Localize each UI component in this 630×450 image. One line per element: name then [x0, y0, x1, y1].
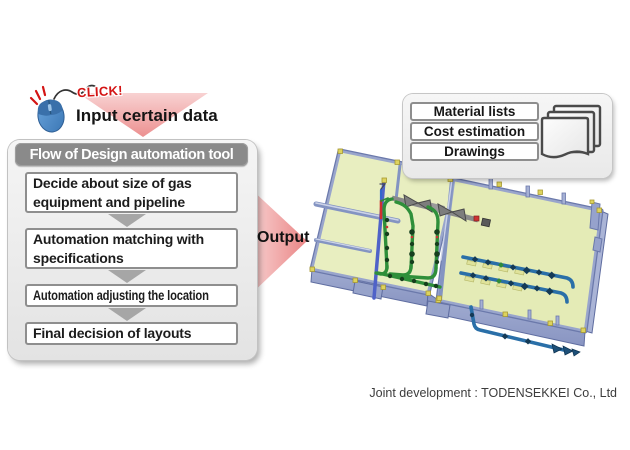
down-arrow-icon [108, 214, 146, 227]
flow-step-1: Decide about size of gas equipment and p… [25, 172, 238, 213]
mouse-icon [29, 84, 97, 133]
flow-step-4: Final decision of layouts [25, 322, 238, 345]
down-arrow-icon [108, 270, 146, 283]
output-flow-arrow [250, 188, 307, 295]
output-label: Output [257, 229, 310, 246]
input-data-label: Input certain data [76, 106, 218, 125]
down-arrow-icon [108, 308, 146, 321]
output-item-material-lists: Material lists [410, 102, 539, 121]
cad-floors [309, 148, 604, 334]
mouse-cord [53, 84, 97, 100]
flow-chart-panel: Flow of Design automation tool Decide ab… [8, 140, 257, 360]
flow-chart-title: Flow of Design automation tool [15, 143, 248, 166]
input-flow-arrow [78, 93, 208, 137]
cad-wall-posts [479, 177, 566, 326]
flow-step-2: Automation matching with specifications [25, 228, 238, 269]
output-item-cost-estimation: Cost estimation [410, 122, 539, 141]
click-sparks-icon [29, 85, 47, 106]
output-item-drawings: Drawings [410, 142, 539, 161]
cad-axis-indicator [379, 183, 389, 220]
flow-step-3-label: Automation adjusting the location [33, 287, 209, 304]
document-stack-icon [540, 104, 602, 159]
flow-step-3: Automation adjusting the location [25, 284, 238, 307]
cad-green-piping [374, 197, 442, 289]
cad-corner-posts [309, 148, 602, 333]
click-label: CLICK! [76, 82, 124, 101]
footer-credit: Joint development : TODENSEKKEI Co., Ltd [369, 386, 617, 400]
